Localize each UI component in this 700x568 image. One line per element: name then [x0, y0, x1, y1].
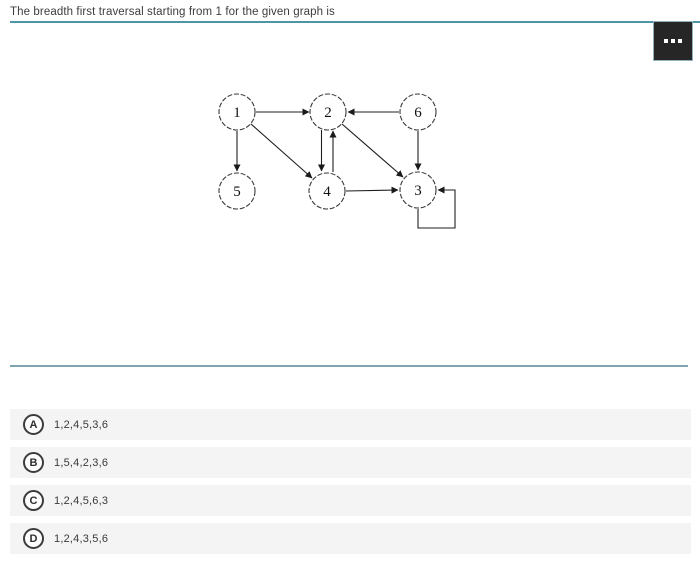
more-options-button[interactable]	[653, 21, 693, 61]
option-letter: B	[29, 456, 38, 469]
graph-node-6	[399, 93, 437, 131]
graph-node-label-5: 5	[233, 184, 241, 200]
option-row-a[interactable]: A 1,2,4,5,3,6	[10, 409, 691, 440]
graph-node-label-4: 4	[323, 184, 331, 200]
option-text-c: 1,2,4,5,6,3	[54, 494, 109, 507]
option-letter-badge-c: C	[23, 490, 44, 511]
question-text: The breadth first traversal starting fro…	[10, 6, 335, 18]
option-row-d[interactable]: D 1,2,4,3,5,6	[10, 523, 691, 554]
option-letter: C	[29, 494, 38, 507]
section-divider	[10, 365, 688, 367]
option-text-a: 1,2,4,5,3,6	[54, 418, 109, 431]
graph-node-5	[218, 172, 256, 210]
graph-node-label-6: 6	[414, 105, 422, 121]
option-letter-badge-a: A	[23, 414, 44, 435]
title-underline	[10, 21, 700, 23]
graph-node-label-2: 2	[324, 105, 332, 121]
graph-edge-2-3	[341, 123, 404, 178]
graph-node-3	[399, 171, 437, 209]
graph-node-label-3: 3	[414, 183, 422, 199]
graph-edge-1-4	[250, 123, 313, 179]
graph-node-4	[308, 172, 346, 210]
option-text-d: 1,2,4,3,5,6	[54, 532, 109, 545]
option-letter-badge-b: B	[23, 452, 44, 473]
option-letter: A	[29, 418, 38, 431]
option-row-c[interactable]: C 1,2,4,5,6,3	[10, 485, 691, 516]
graph-edge-4-3	[345, 186, 399, 194]
graph-node-label-1: 1	[233, 105, 241, 121]
graph-node-2	[309, 93, 347, 131]
option-row-b[interactable]: B 1,5,4,2,3,6	[10, 447, 691, 478]
graph-edge-3-3-selfloop	[417, 186, 456, 229]
option-letter-badge-d: D	[23, 528, 44, 549]
option-letter: D	[29, 532, 38, 545]
three-dots-icon	[663, 39, 684, 43]
graph-node-1	[218, 93, 256, 131]
options-list: A 1,2,4,5,3,6 B 1,5,4,2,3,6 C 1,2,4,5,6,…	[10, 409, 691, 561]
option-text-b: 1,5,4,2,3,6	[54, 456, 109, 469]
